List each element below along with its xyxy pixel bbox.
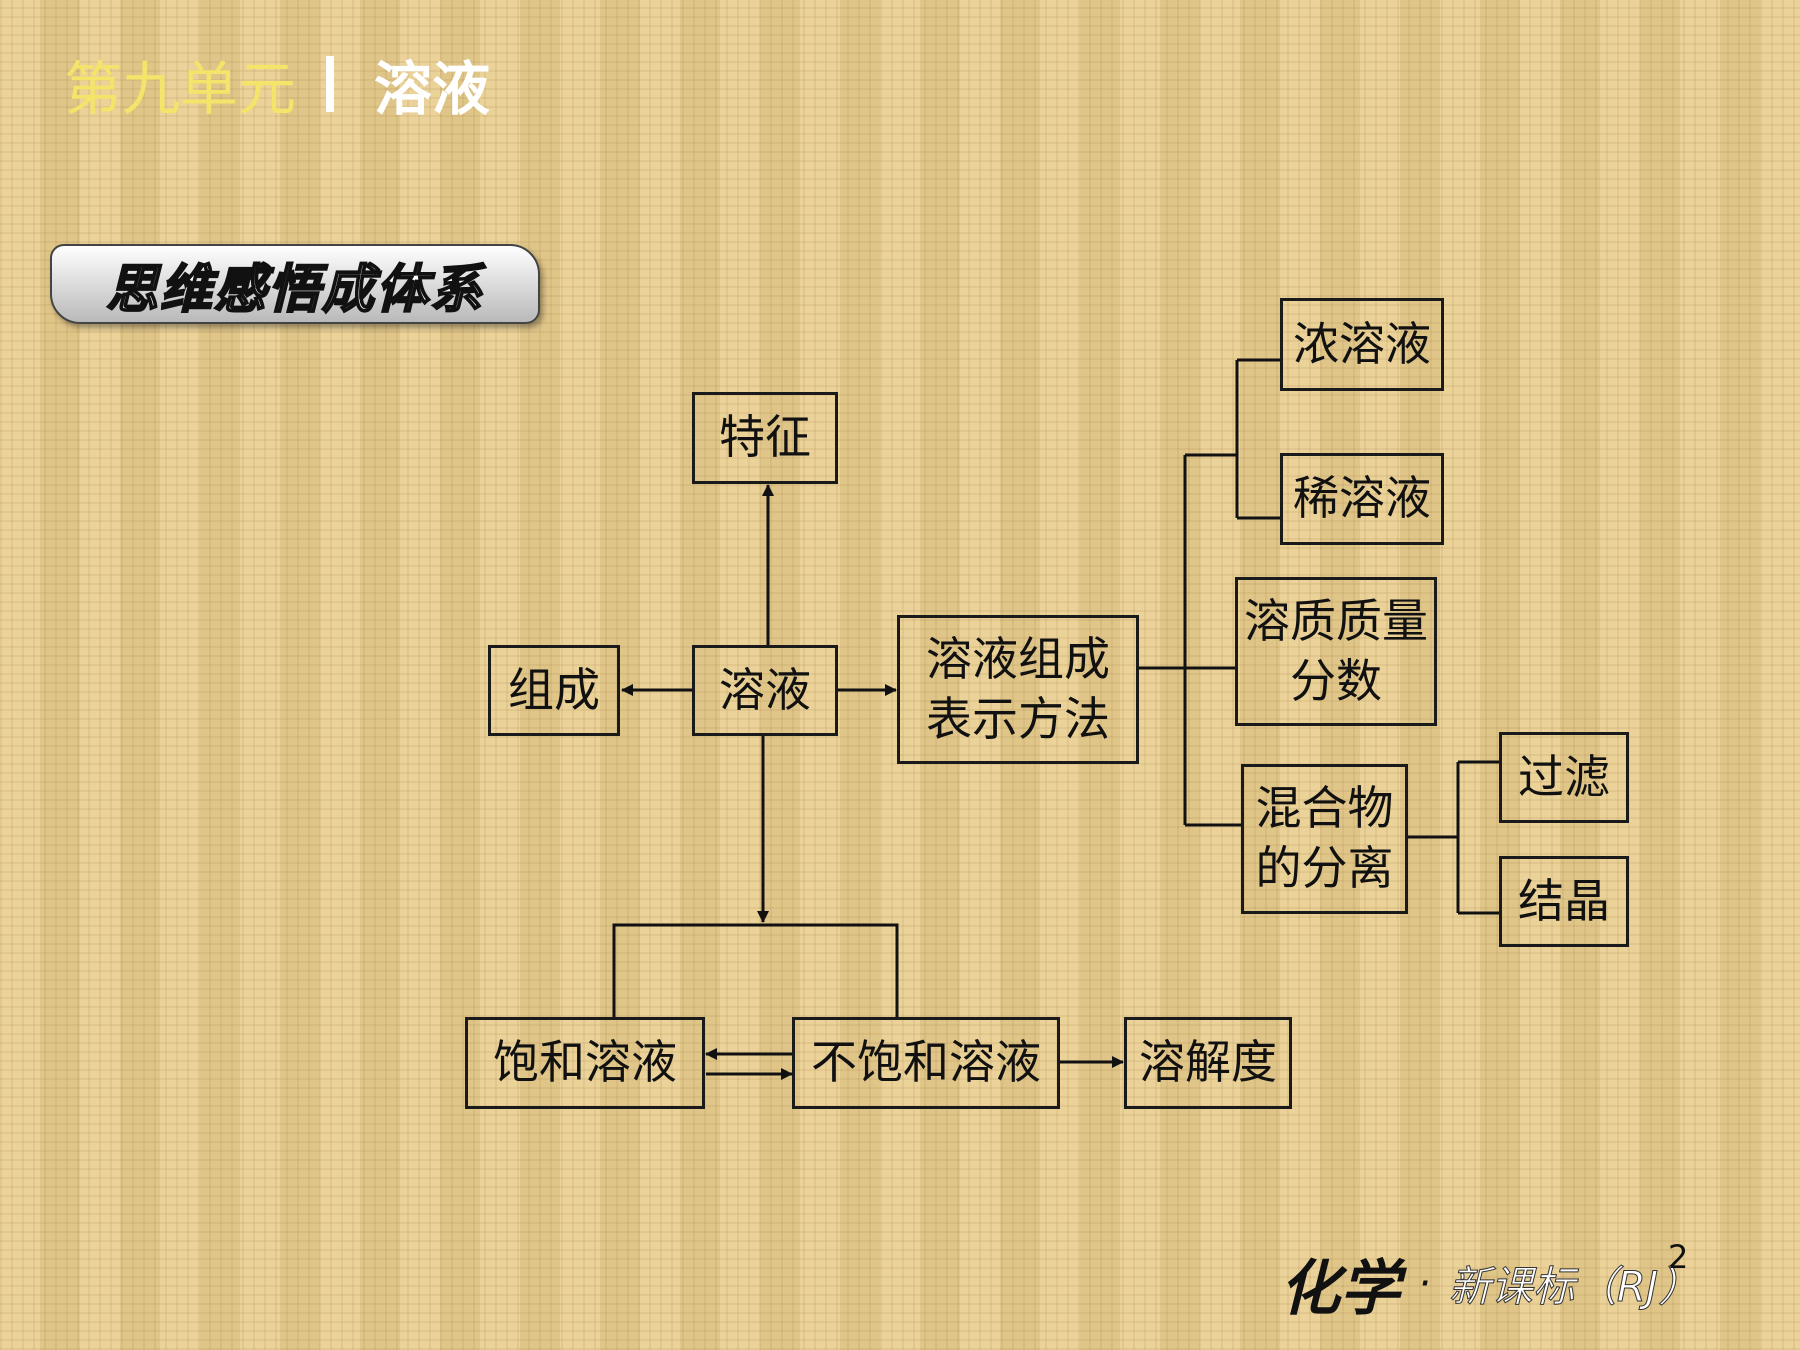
node-guolv: 过滤	[1499, 732, 1629, 823]
footer-edition: 新课标（RJ）	[1448, 1262, 1701, 1312]
node-zhiliang: 溶质质量 分数	[1235, 577, 1437, 726]
unit-title: 第九单元	[64, 55, 297, 123]
node-baohe: 饱和溶液	[465, 1017, 705, 1109]
node-tezheng: 特征	[692, 392, 838, 484]
node-xi: 稀溶液	[1280, 453, 1444, 545]
title-separator	[326, 56, 335, 112]
node-biaoshi: 溶液组成 表示方法	[897, 615, 1139, 764]
footer-subject: 化学	[1280, 1254, 1400, 1324]
section-badge: 思维感悟成体系	[50, 244, 540, 324]
node-jiejing: 结晶	[1499, 856, 1629, 947]
node-rongye: 溶液	[692, 645, 838, 736]
node-nong: 浓溶液	[1280, 298, 1444, 391]
topic-title: 溶液	[374, 55, 491, 123]
section-badge-label: 思维感悟成体系	[105, 259, 484, 321]
footer-dot: ·	[1418, 1260, 1431, 1307]
footer-brand: 化学 · 新课标（RJ）	[1280, 1240, 1701, 1327]
saturation-bracket	[612, 923, 899, 1017]
node-hunhe: 混合物 的分离	[1241, 764, 1408, 914]
node-rongjiedu: 溶解度	[1124, 1017, 1292, 1109]
slide-header: 第九单元 溶液	[64, 44, 490, 124]
node-bubaohe: 不饱和溶液	[792, 1017, 1060, 1109]
page-number: 2	[1668, 1238, 1689, 1276]
node-zucheng: 组成	[488, 645, 620, 736]
